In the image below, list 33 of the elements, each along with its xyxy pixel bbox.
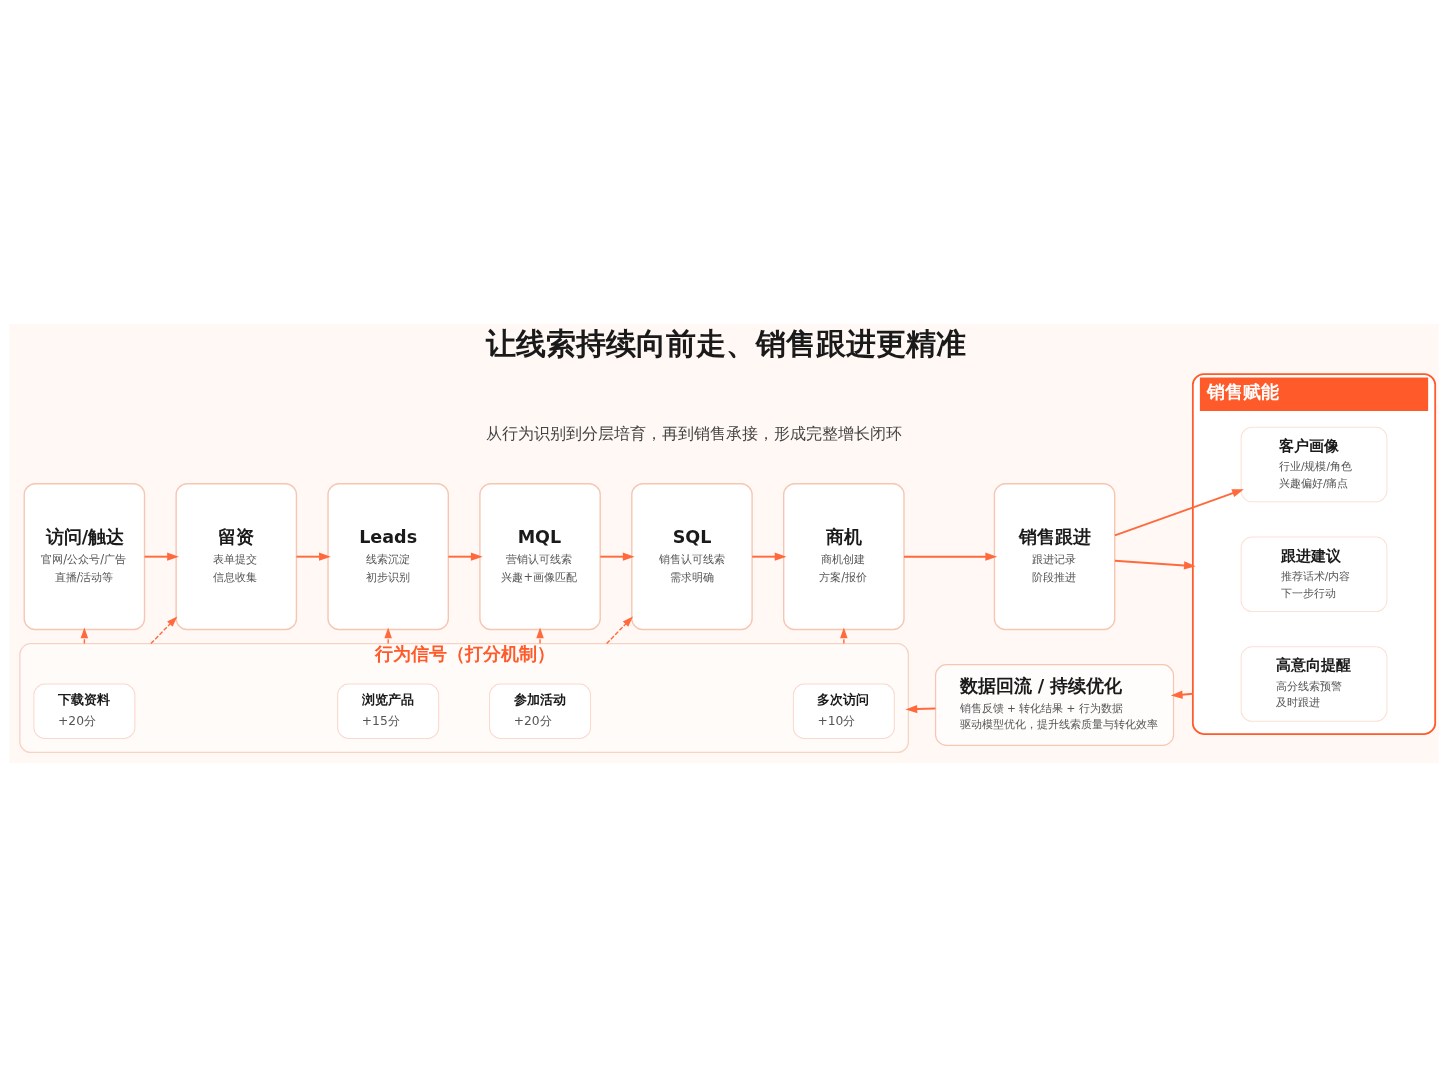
arrow xyxy=(150,615,178,644)
node-box: 多次访问 +10分 xyxy=(792,682,895,739)
node-box: 客户画像 行业/规模/角色 兴趣偏好/痛点 xyxy=(1240,426,1388,502)
node-box: 留资 表单提交 信息收集 xyxy=(175,482,298,630)
arrow xyxy=(384,627,392,644)
node-box: 高意向提醒 高分线索预警 及时跟进 xyxy=(1240,645,1388,722)
node-box: 销售跟进 跟进记录 阶段推进 xyxy=(993,482,1116,630)
node-box: Leads 线索沉淀 初步识别 xyxy=(327,482,449,630)
label: 从行为识别到分层培育，再到销售承接，形成完整增长闭环 xyxy=(486,422,903,442)
arrow xyxy=(80,627,89,644)
node-box: MQL 营销认可线索 兴趣+画像匹配 xyxy=(479,482,601,630)
arrow xyxy=(1113,488,1244,536)
arrow xyxy=(143,552,179,561)
node-box: 数据回流 / 持续优化 销售反馈 + 转化结果 + 行为数据 驱动模型优化，提升线索质量与转化效率 xyxy=(935,663,1175,746)
arrow xyxy=(751,552,787,561)
arrow xyxy=(903,552,998,561)
node-box: 访问/触达 官网/公众号/广告 直播/活动等 xyxy=(23,482,146,630)
arrow xyxy=(605,615,633,644)
arrow xyxy=(1113,559,1196,570)
arrow xyxy=(447,552,483,561)
node-box: 商机 商机创建 方案/报价 xyxy=(783,482,905,630)
arrow xyxy=(536,627,544,644)
arrow xyxy=(599,552,635,561)
diagram-title: 让线索持续向前走、销售跟进更精准 xyxy=(486,325,967,361)
arrow xyxy=(840,627,848,644)
arrow xyxy=(905,704,937,713)
arrow xyxy=(1170,690,1194,699)
node-box: 浏览产品 +15分 xyxy=(337,682,440,739)
node-box: 参加活动 +20分 xyxy=(489,682,592,739)
node-box: 下载资料 +20分 xyxy=(33,682,136,739)
arrow xyxy=(295,552,331,561)
node-box: 跟进建议 推荐话术/内容 下一步行动 xyxy=(1240,535,1388,612)
node-box: SQL 销售认可线索 需求明确 xyxy=(631,482,753,630)
